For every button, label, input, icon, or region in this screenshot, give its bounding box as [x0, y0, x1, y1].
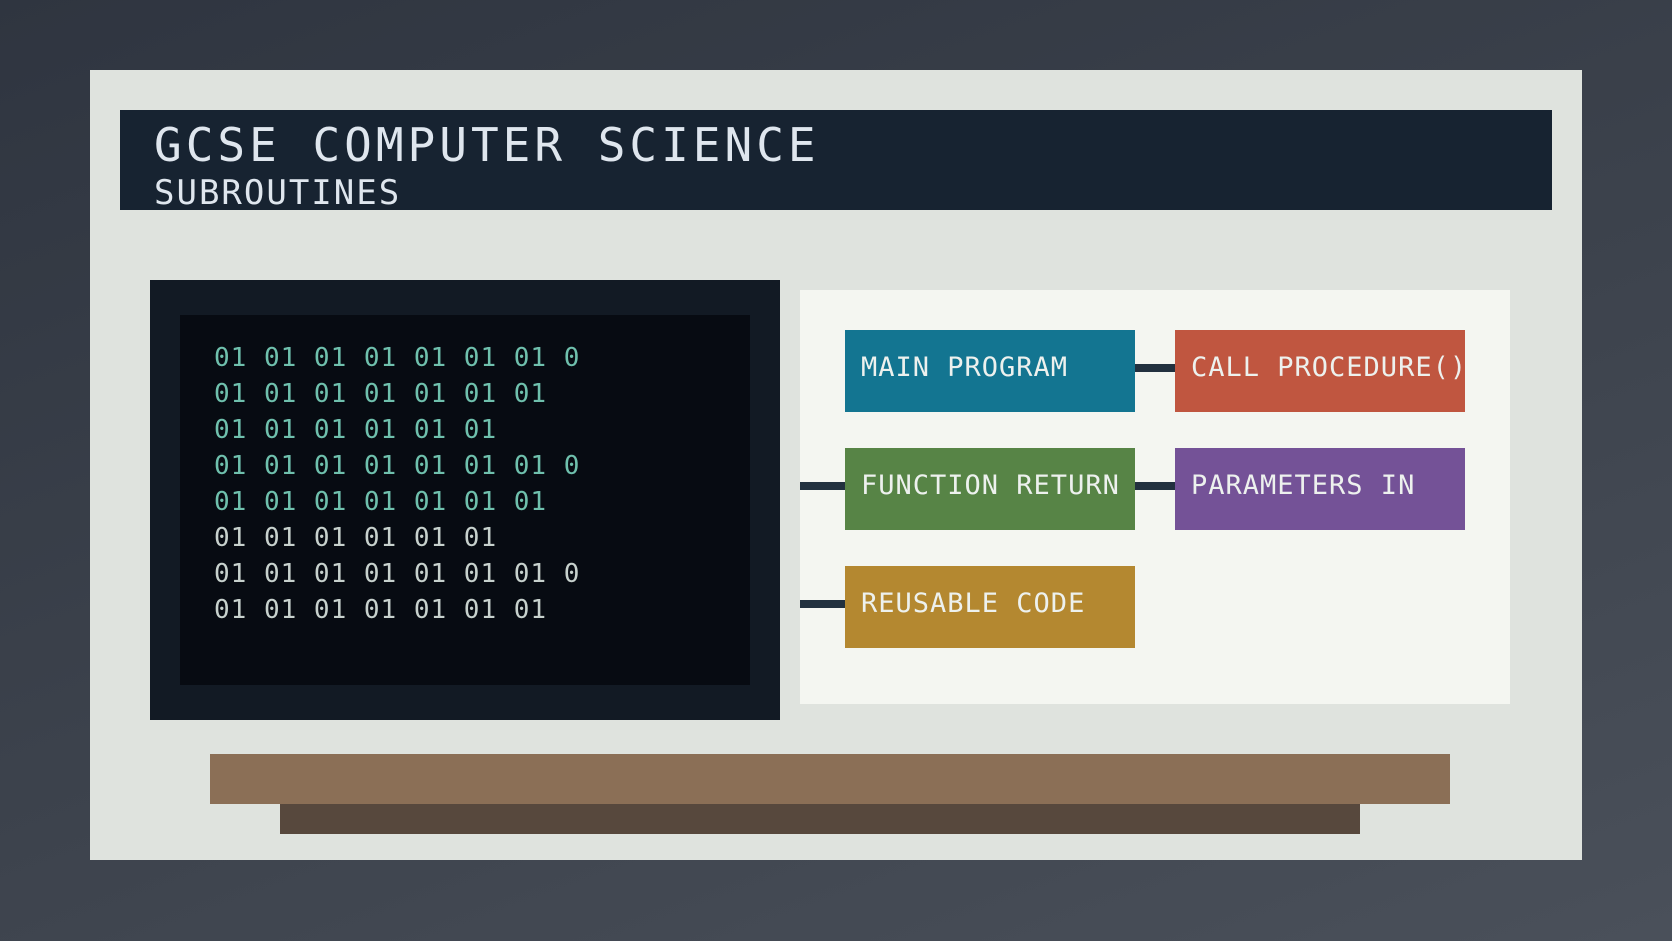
binary-line: 01 01 01 01 01 01 01 0 [214, 343, 581, 373]
binary-line: 01 01 01 01 01 01 [214, 523, 498, 553]
binary-line: 01 01 01 01 01 01 01 0 [214, 559, 581, 589]
terminal-screen: 01 01 01 01 01 01 01 0 01 01 01 01 01 01… [180, 315, 750, 685]
box-parameters-in: PARAMETERS IN [1175, 448, 1465, 530]
binary-line: 01 01 01 01 01 01 01 [214, 595, 548, 625]
binary-line: 01 01 01 01 01 01 01 [214, 379, 548, 409]
shelf-bottom [280, 804, 1360, 834]
box-reusable-code: REUSABLE CODE [845, 566, 1135, 648]
shelf-top [210, 754, 1450, 804]
binary-line: 01 01 01 01 01 01 [214, 415, 498, 445]
page-title: GCSE COMPUTER SCIENCE [154, 118, 820, 172]
diagram-panel: MAIN PROGRAM CALL PROCEDURE() FUNCTION R… [800, 290, 1510, 704]
page-subtitle: SUBROUTINES [154, 173, 402, 210]
binary-line: 01 01 01 01 01 01 01 0 [214, 451, 581, 481]
connector-reusable-left [800, 600, 846, 608]
box-reusable-code-label: REUSABLE CODE [861, 588, 1086, 619]
binary-line: 01 01 01 01 01 01 01 [214, 487, 548, 517]
box-function-return: FUNCTION RETURN [845, 448, 1135, 530]
board: GCSE COMPUTER SCIENCE SUBROUTINES 01 01 … [90, 70, 1582, 860]
terminal-monitor: 01 01 01 01 01 01 01 0 01 01 01 01 01 01… [150, 280, 780, 720]
box-main-program: MAIN PROGRAM [845, 330, 1135, 412]
box-call-procedure-label: CALL PROCEDURE() [1191, 352, 1465, 383]
box-main-program-label: MAIN PROGRAM [861, 352, 1069, 383]
connector-function-left [800, 482, 846, 490]
connector-function-parameters [1132, 482, 1176, 490]
connector-main-call [1132, 364, 1176, 372]
header-banner: GCSE COMPUTER SCIENCE SUBROUTINES [120, 110, 1552, 210]
box-parameters-in-label: PARAMETERS IN [1191, 470, 1416, 501]
box-function-return-label: FUNCTION RETURN [861, 470, 1120, 501]
box-call-procedure: CALL PROCEDURE() [1175, 330, 1465, 412]
